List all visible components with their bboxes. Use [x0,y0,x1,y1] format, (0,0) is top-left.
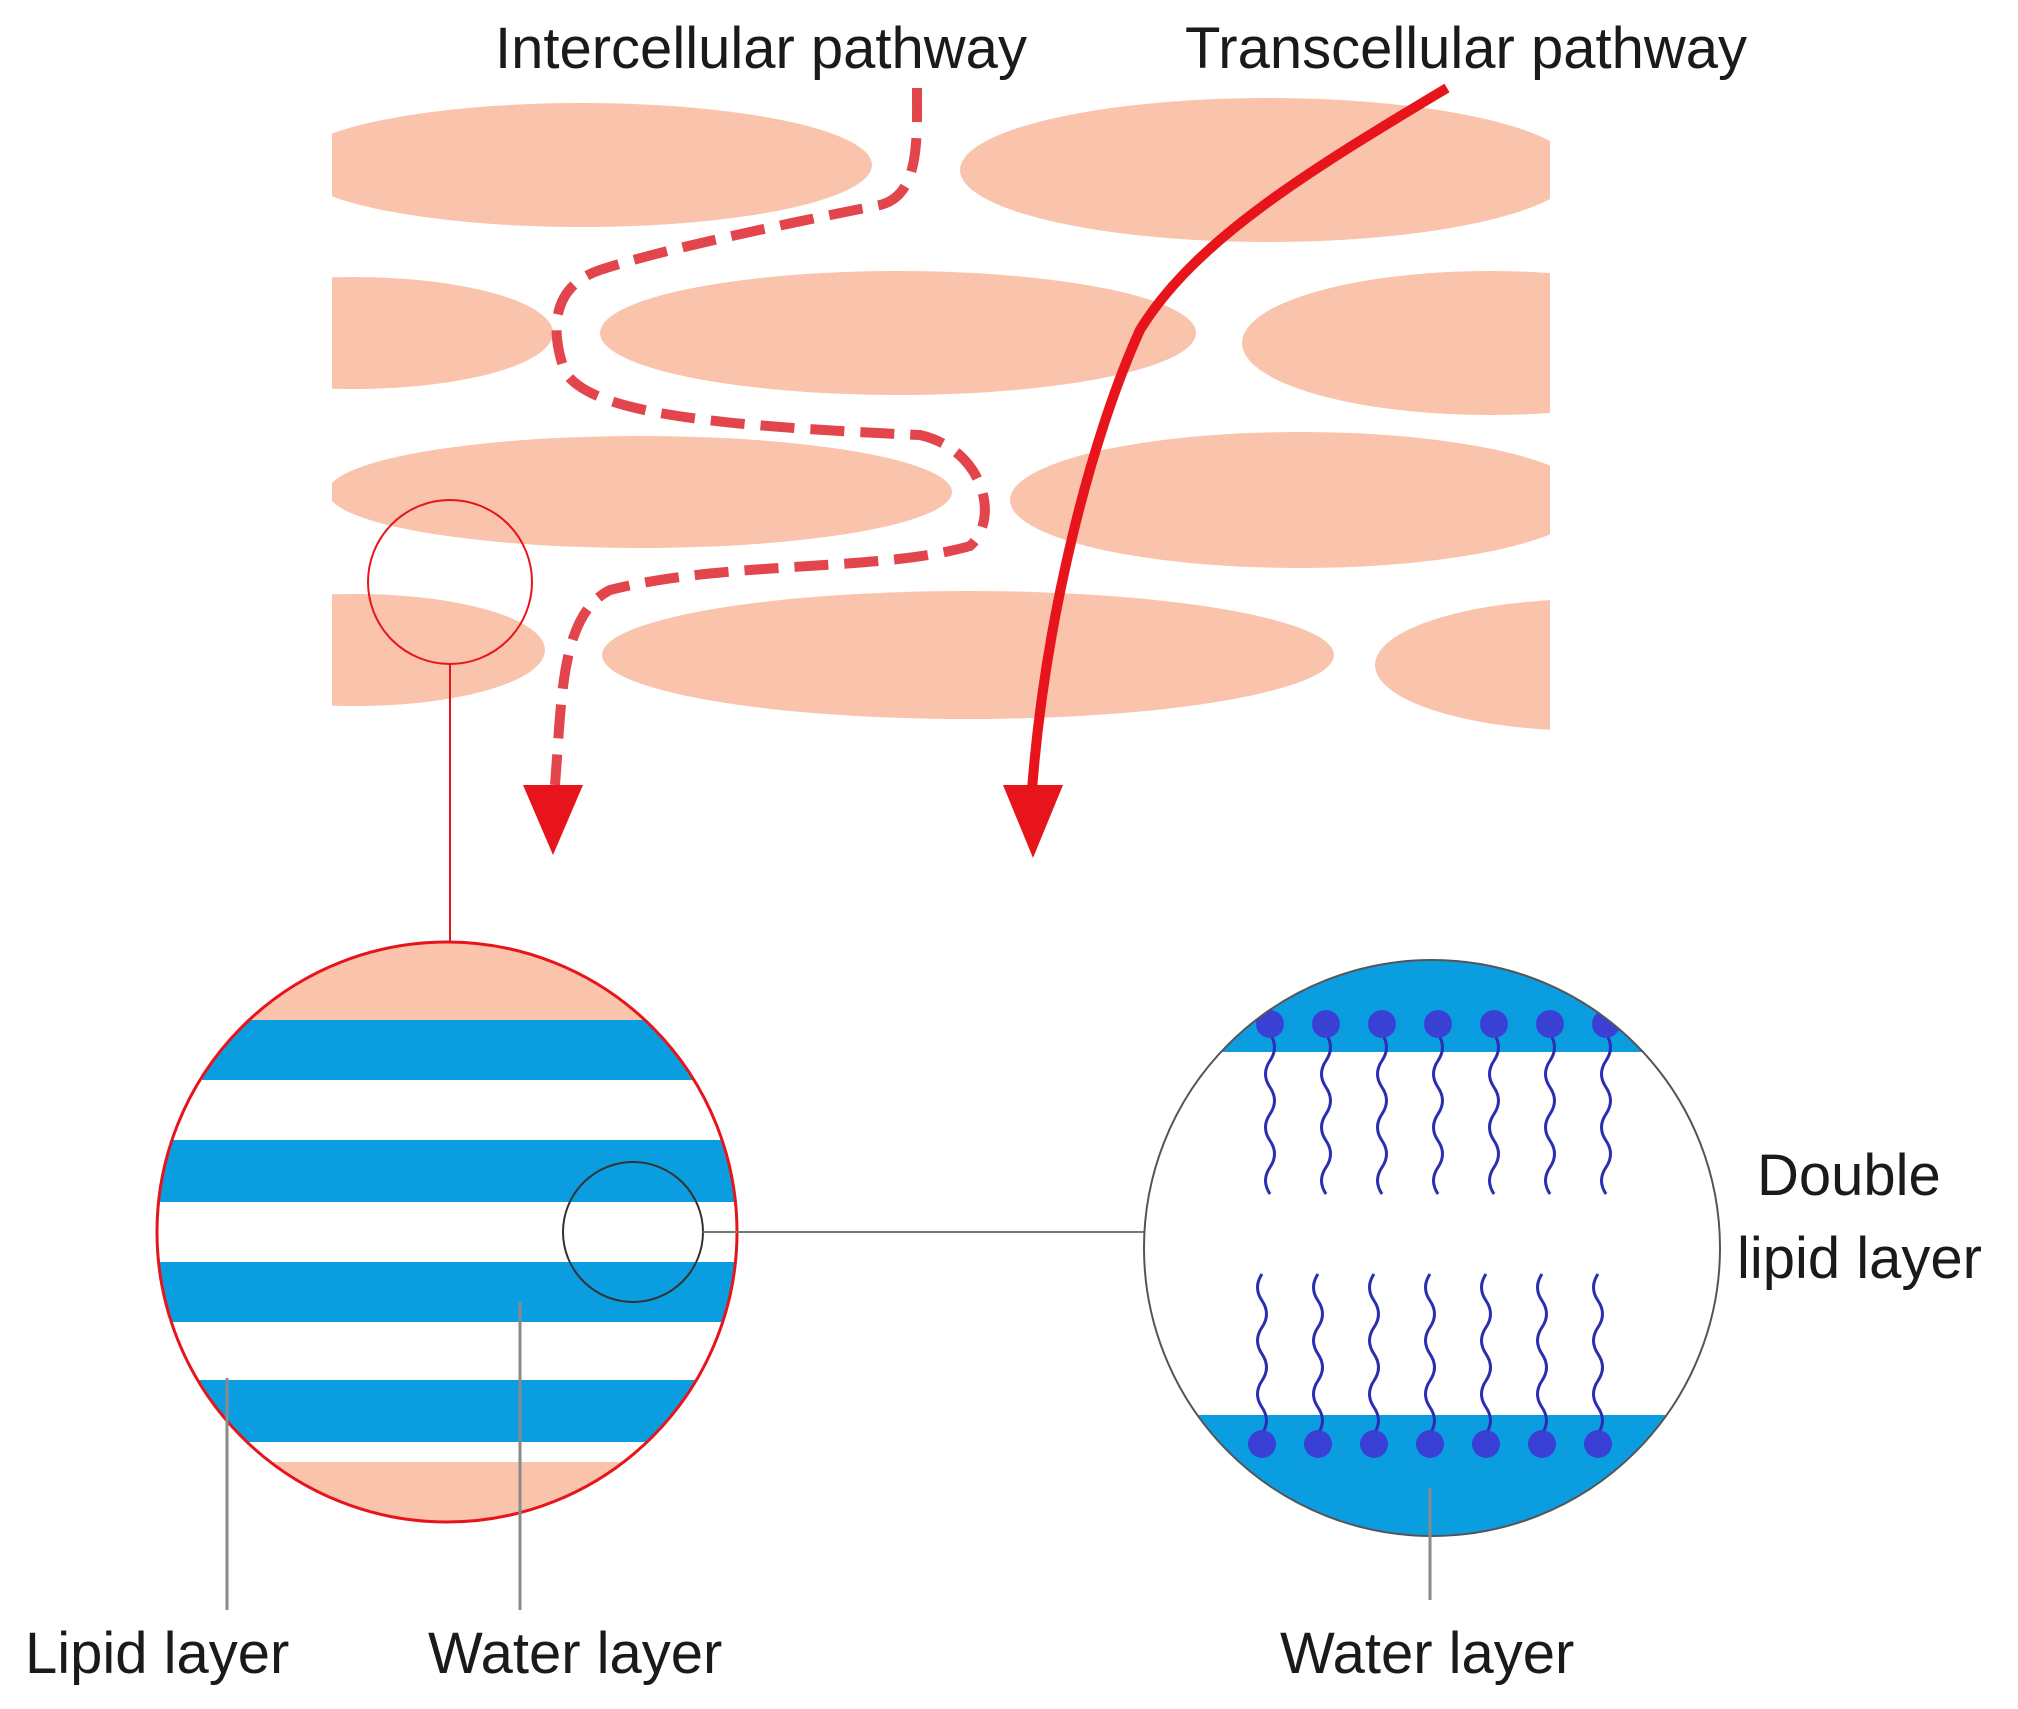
lipid-head [1360,1430,1388,1458]
lipid-tail [1536,1273,1548,1435]
corneocyte [332,436,952,548]
lipid-head [1584,1430,1612,1458]
corneocyte [600,271,1196,395]
water-band [157,1262,737,1322]
corneocyte [332,103,872,227]
lipid-tail [1480,1273,1492,1435]
transcellular-arrowhead [1003,785,1063,858]
transcellular-pathway-label: Transcellular pathway [1185,16,1747,81]
lipid-tail [1600,1033,1612,1195]
lipid-tail [1256,1273,1268,1435]
lipid-tail [1488,1033,1500,1195]
lipid-head [1472,1430,1500,1458]
lipid-layer-label: Lipid layer [25,1621,289,1686]
intercellular-pathway-line [550,87,990,786]
lipid-molecules-bottom [1248,1273,1612,1458]
lipid-head [1528,1430,1556,1458]
lamellar-layers-magnified [155,940,739,1524]
corneocyte [1010,432,1550,568]
lipid-head [1416,1430,1444,1458]
lipid-head [1248,1430,1276,1458]
lipid-tail [1432,1033,1444,1195]
lipid-head [1592,1010,1620,1038]
corneocyte [960,98,1550,242]
lipid-tail [1320,1033,1332,1195]
lipid-tail [1544,1033,1556,1195]
lipid-tail [1368,1273,1380,1435]
lipid-head [1480,1010,1508,1038]
double-lipid-label-line2: lipid layer [1737,1226,1982,1291]
lipid-head [1256,1010,1284,1038]
double-lipid-layer-magnified [1143,959,1721,1537]
lipid-tail [1376,1033,1388,1195]
water-band [157,1140,737,1202]
double-lipid-label-line1: Double [1757,1143,1941,1208]
water-band [157,1380,737,1442]
corneocyte [602,591,1334,719]
corneocyte [332,277,553,389]
lipid-head [1536,1010,1564,1038]
lipid-head [1304,1430,1332,1458]
intercellular-pathway-label: Intercellular pathway [495,16,1027,81]
corneocyte [1242,271,1550,415]
water-band [157,1020,737,1080]
intercellular-arrowhead [523,785,583,855]
lipid-head [1312,1010,1340,1038]
corneocyte [1375,600,1550,730]
lipid-head [1424,1010,1452,1038]
lipid-tail [1592,1273,1604,1435]
water-layer-right-label: Water layer [1280,1621,1574,1686]
lipid-tail [1264,1033,1276,1195]
lipid-tail [1312,1273,1324,1435]
corneocyte-layer [332,98,1550,730]
right-circle-outline [1143,959,1721,1537]
lipid-band [157,1020,737,1402]
lipid-tail [1424,1273,1436,1435]
water-layer-left-label: Water layer [428,1621,722,1686]
lipid-molecules-top [1256,1010,1620,1195]
corneocyte [332,594,545,706]
transcellular-pathway-line [1027,83,1450,791]
lipid-head [1368,1010,1396,1038]
